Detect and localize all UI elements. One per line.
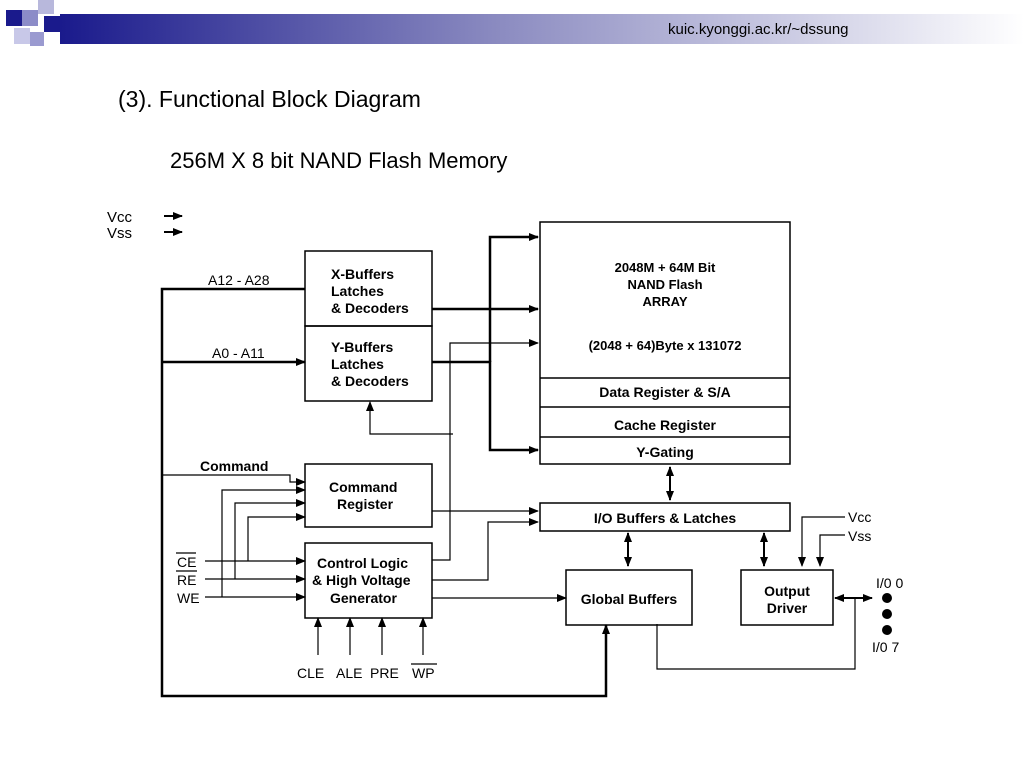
io0-label: I/0 0	[876, 575, 903, 591]
command-label: Command	[200, 458, 268, 474]
ygating-label: Y-Gating	[636, 444, 694, 460]
ybuf-line-3: & Decoders	[331, 373, 409, 389]
logo-square-1	[6, 10, 22, 26]
outdrv-block	[740, 569, 834, 626]
ctrl-block	[304, 542, 433, 619]
logo-square-4	[38, 0, 54, 14]
array-line-1: 2048M + 64M Bit	[615, 260, 716, 275]
ybuf-line-2: Latches	[331, 356, 384, 372]
global-to-output-line	[656, 598, 856, 670]
ybuf-to-ygating-arrow	[432, 360, 539, 454]
outdrv-line-2: Driver	[767, 600, 808, 616]
cmdreg-line-1: Command	[329, 479, 397, 495]
logo-square-5	[44, 16, 60, 32]
command-arrow	[162, 474, 306, 486]
a-low-label: A0 - A11	[212, 345, 265, 361]
out-vss-arrow	[816, 534, 845, 567]
section-title: (3). Functional Block Diagram	[118, 86, 421, 112]
logo-square-6	[30, 32, 44, 46]
io7-label: I/0 7	[872, 639, 899, 655]
re-to-cmdreg-arrow	[234, 499, 306, 579]
address-loop-line	[160, 287, 610, 698]
ctrl-to-ybuf-arrow	[366, 401, 453, 435]
logo-square-3	[14, 28, 30, 44]
we-label: WE	[177, 590, 200, 606]
xbuf-line-3: & Decoders	[331, 300, 409, 316]
array-line-4: (2048 + 64)Byte x 131072	[589, 338, 742, 353]
xbuf-line-1: X-Buffers	[331, 266, 394, 282]
array-line-2: NAND Flash	[627, 277, 702, 292]
header-bar	[6, 0, 1024, 46]
vss-label: Vss	[107, 225, 132, 242]
ce-label: CE	[177, 554, 196, 570]
ybuf-block	[304, 325, 433, 402]
a-high-label: A12 - A28	[208, 272, 270, 288]
out-vss-label: Vss	[848, 528, 871, 544]
logo-square-2	[22, 10, 38, 26]
ybuf-to-array-top-arrow	[488, 233, 539, 362]
io-dot-2	[882, 609, 892, 619]
datareg-label: Data Register & S/A	[599, 384, 730, 400]
xbuf-line-2: Latches	[331, 283, 384, 299]
pre-label: PRE	[370, 665, 399, 681]
ce-to-cmdreg-arrow	[247, 513, 306, 561]
iobuf-label: I/O Buffers & Latches	[594, 510, 737, 526]
ctrl-to-array-arrow	[432, 339, 539, 561]
cmdreg-block	[304, 463, 433, 528]
io-dot-1	[882, 593, 892, 603]
ctrl-line-1: Control Logic	[317, 555, 408, 571]
out-vcc-arrow	[798, 516, 845, 567]
ybuf-line-1: Y-Buffers	[331, 339, 393, 355]
re-label: RE	[177, 572, 196, 588]
wp-label: WP	[412, 665, 435, 681]
array-line-3: ARRAY	[642, 294, 687, 309]
global-label: Global Buffers	[581, 591, 678, 607]
iobuf-block	[539, 502, 791, 532]
ctrl-to-io-arrow	[432, 518, 539, 581]
vcc-label: Vcc	[107, 209, 133, 226]
io-dot-3	[882, 625, 892, 635]
ctrl-line-3: Generator	[330, 590, 397, 606]
cachereg-label: Cache Register	[614, 417, 716, 433]
ctrl-line-2: & High Voltage	[312, 572, 411, 588]
outdrv-line-1: Output	[764, 583, 810, 599]
header-url: kuic.kyonggi.ac.kr/~dssung	[668, 21, 849, 38]
out-vcc-label: Vcc	[848, 509, 871, 525]
ale-label: ALE	[336, 665, 362, 681]
cmdreg-line-2: Register	[337, 496, 394, 512]
diagram-subtitle: 256M X 8 bit NAND Flash Memory	[170, 148, 508, 173]
array-block	[539, 221, 791, 465]
global-block	[565, 569, 693, 626]
cle-label: CLE	[297, 665, 324, 681]
